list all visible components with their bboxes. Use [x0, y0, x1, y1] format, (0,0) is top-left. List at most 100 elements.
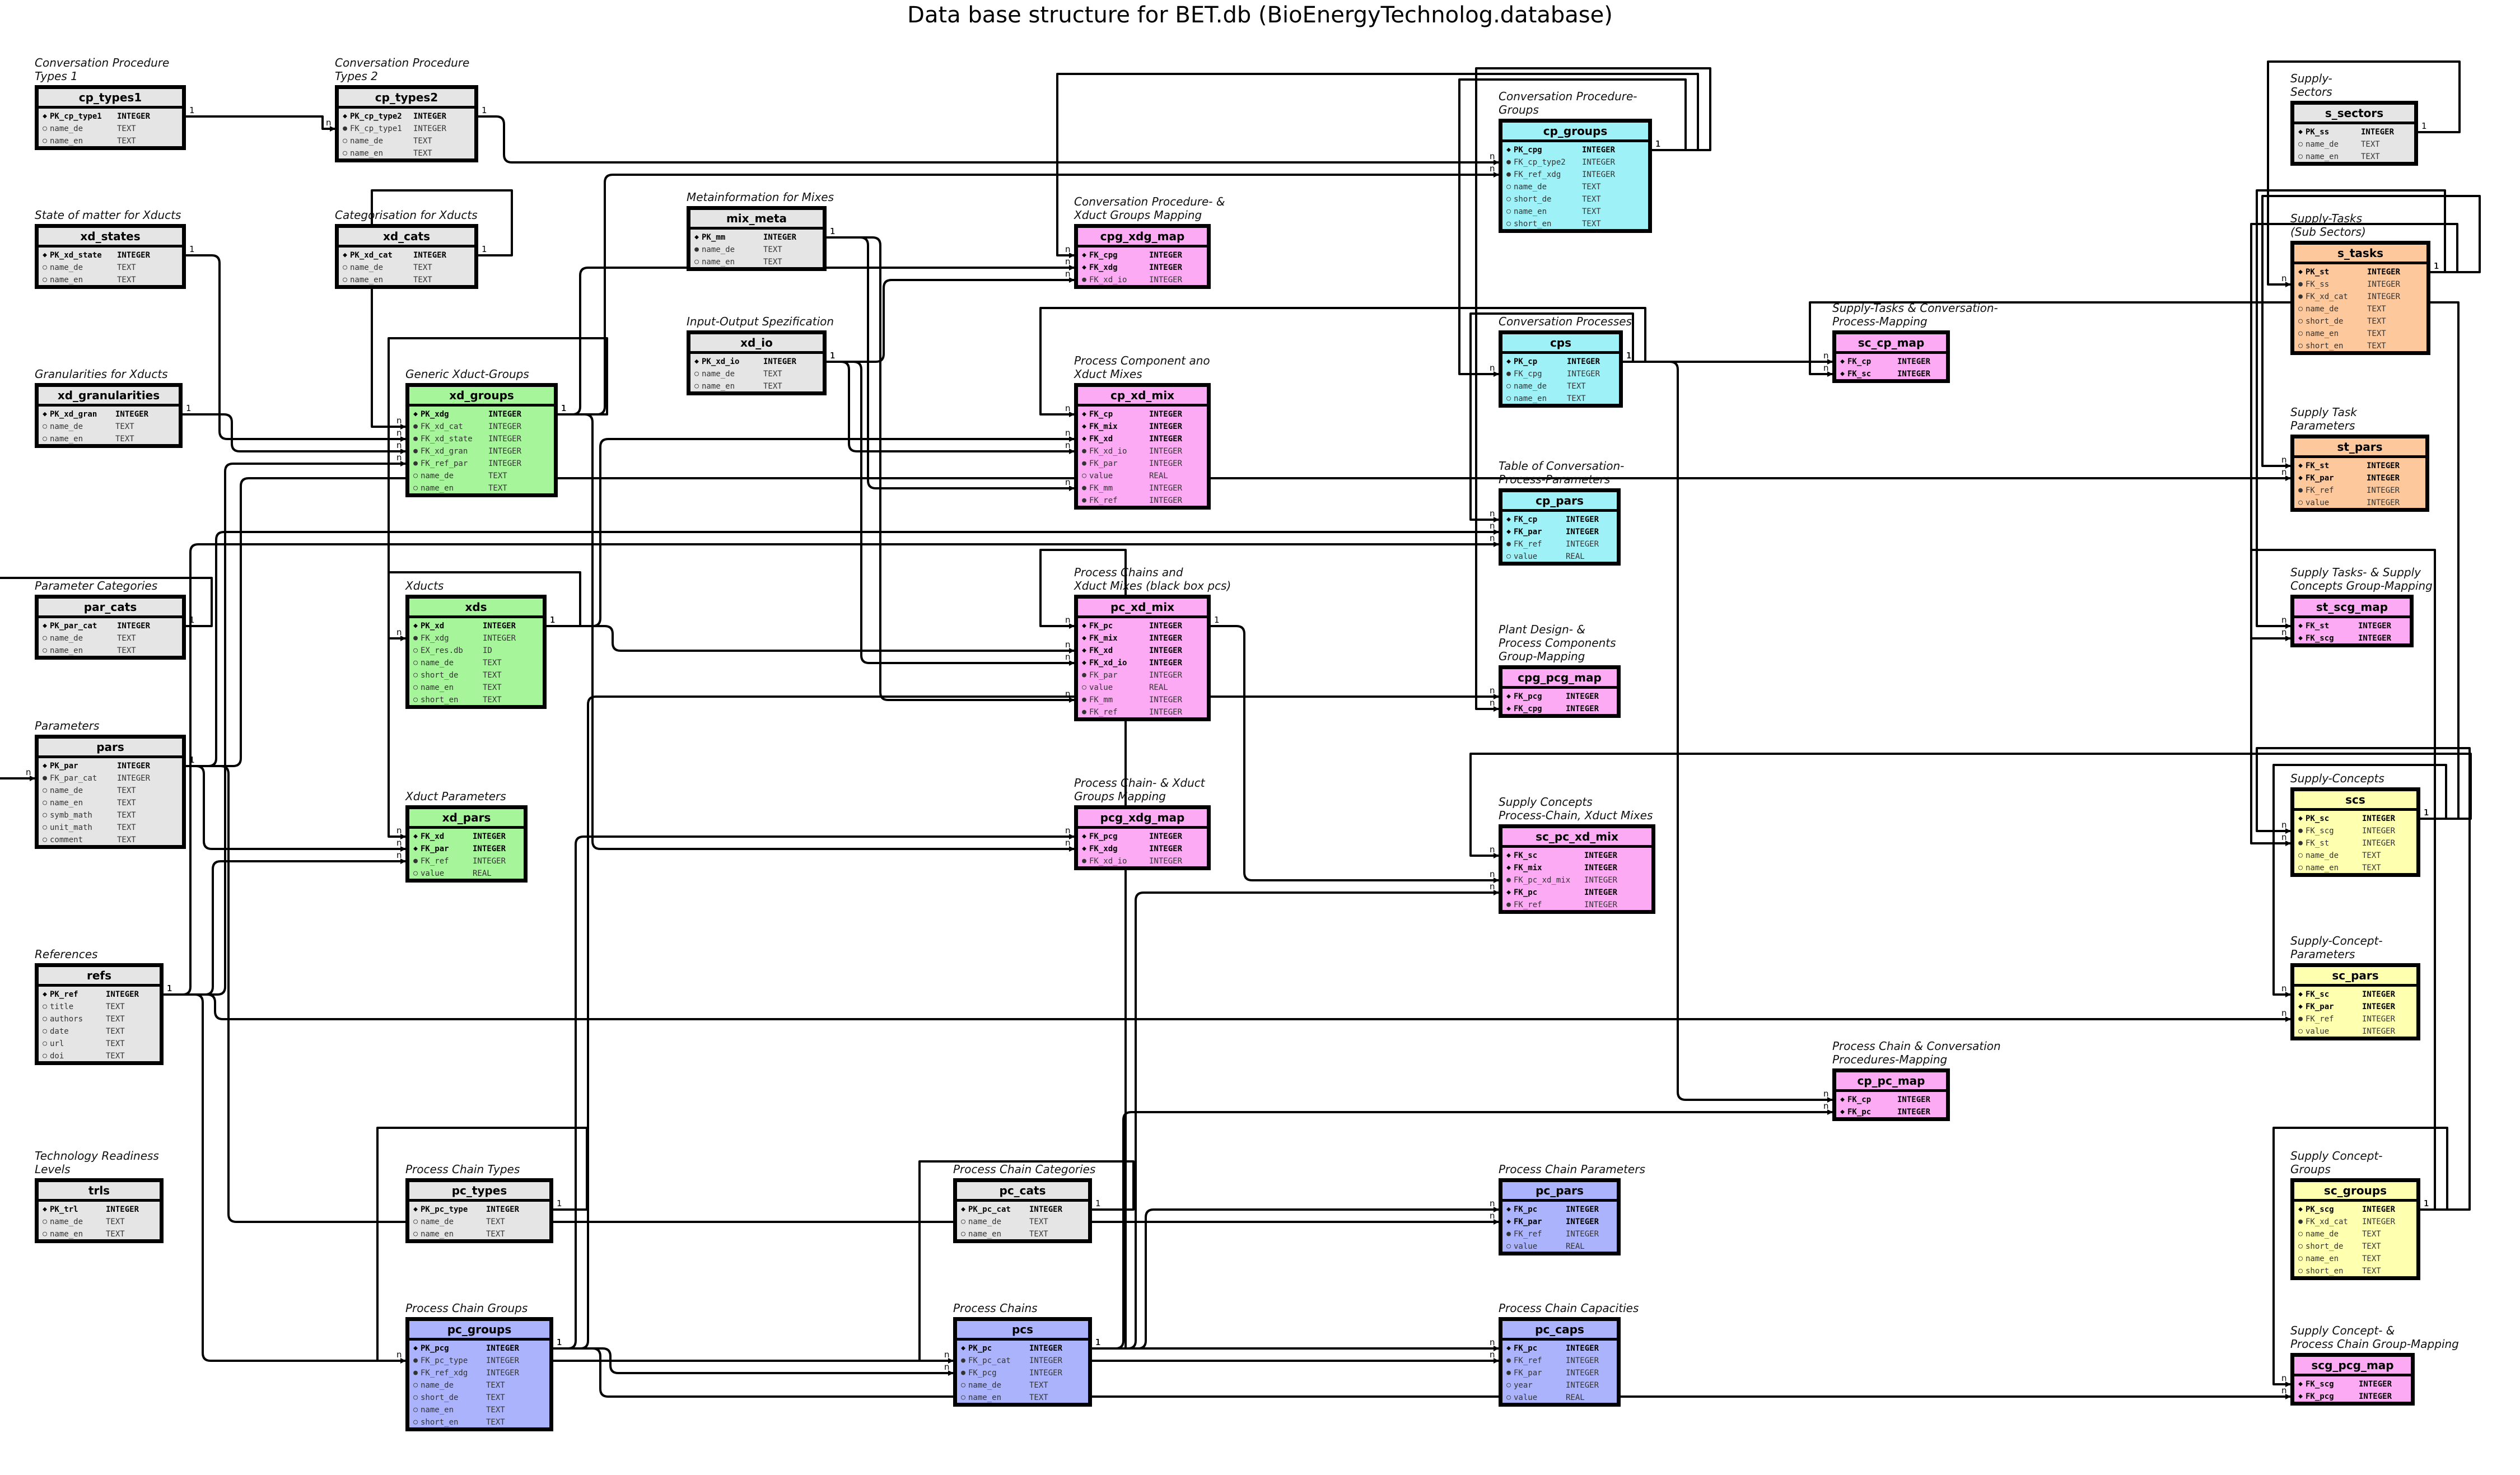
- cardinality-one-label: 1: [1095, 1337, 1101, 1347]
- nullable-field-icon: ○: [2298, 498, 2303, 507]
- key-field-icon: ◆: [1506, 863, 1511, 872]
- foreign-key-icon: ●: [1506, 900, 1511, 909]
- foreign-key-icon: ●: [1082, 671, 1086, 679]
- nullable-field-icon: ○: [1506, 1381, 1511, 1389]
- nullable-field-icon: ○: [413, 484, 418, 492]
- nullable-field-icon: ○: [43, 276, 47, 284]
- key-field-icon: ◆: [43, 251, 47, 259]
- field-name: name_de: [50, 422, 83, 431]
- caption-line: State of matter for Xducts: [35, 208, 181, 222]
- field-name: PK_pcg: [421, 1344, 449, 1353]
- cardinality-many-label: n: [1490, 521, 1495, 531]
- foreign-key-icon: ●: [961, 1369, 965, 1377]
- nullable-field-icon: ○: [1082, 683, 1086, 692]
- cardinality-many-label: n: [2281, 983, 2287, 993]
- field-name: url: [50, 1039, 64, 1048]
- field-type: TEXT: [763, 382, 782, 391]
- cardinality-many-label: n: [396, 1350, 402, 1360]
- nullable-field-icon: ○: [1506, 1393, 1511, 1402]
- table-caption: Supply-Tasks & Conversation-Process-Mapp…: [1832, 301, 1998, 328]
- cardinality-many-label: n: [2281, 820, 2287, 830]
- table-name: pc_groups: [409, 1321, 549, 1341]
- key-field-icon: ◆: [343, 251, 347, 259]
- nullable-field-icon: ○: [43, 799, 47, 807]
- nullable-field-icon: ○: [694, 258, 699, 266]
- field-name: FK_cp: [1847, 1095, 1872, 1104]
- cardinality-many-label: n: [396, 838, 402, 848]
- foreign-key-icon: ●: [1506, 540, 1511, 548]
- caption-line: Technology Readiness: [35, 1149, 159, 1163]
- cardinality-one-label: 1: [2424, 1198, 2429, 1208]
- field-name: PK_cp_type1: [50, 112, 102, 121]
- field-type: TEXT: [483, 696, 502, 704]
- key-field-icon: ◆: [1506, 704, 1511, 713]
- field-name: name_de: [50, 263, 83, 272]
- caption-line: Supply-Tasks & Conversation-: [1832, 301, 1998, 315]
- key-field-icon: ◆: [2298, 622, 2303, 630]
- table-name: s_sectors: [2294, 105, 2414, 124]
- key-field-icon: ◆: [694, 233, 699, 241]
- table-name: xd_groups: [409, 387, 554, 407]
- cardinality-one-label: 1: [1655, 139, 1661, 149]
- cardinality-many-label: n: [2281, 615, 2287, 625]
- cardinality-one-label: 1: [830, 351, 836, 361]
- relation-line-pcs-cp_pc_map: [1092, 1109, 1833, 1350]
- field-type: INTEGER: [483, 634, 516, 643]
- cardinality-many-label: n: [1490, 685, 1495, 696]
- field-type: INTEGER: [488, 447, 522, 456]
- relation-line-pars-cp_pars: [186, 529, 1499, 767]
- cardinality-one-label: 1: [561, 403, 567, 413]
- foreign-key-icon: ●: [413, 634, 418, 642]
- cardinality-one-label: 1: [550, 615, 556, 625]
- caption-line: Categorisation for Xducts: [335, 208, 478, 222]
- cardinality-one-label: 1: [2434, 261, 2439, 271]
- cardinality-one-label: 1: [557, 1198, 562, 1208]
